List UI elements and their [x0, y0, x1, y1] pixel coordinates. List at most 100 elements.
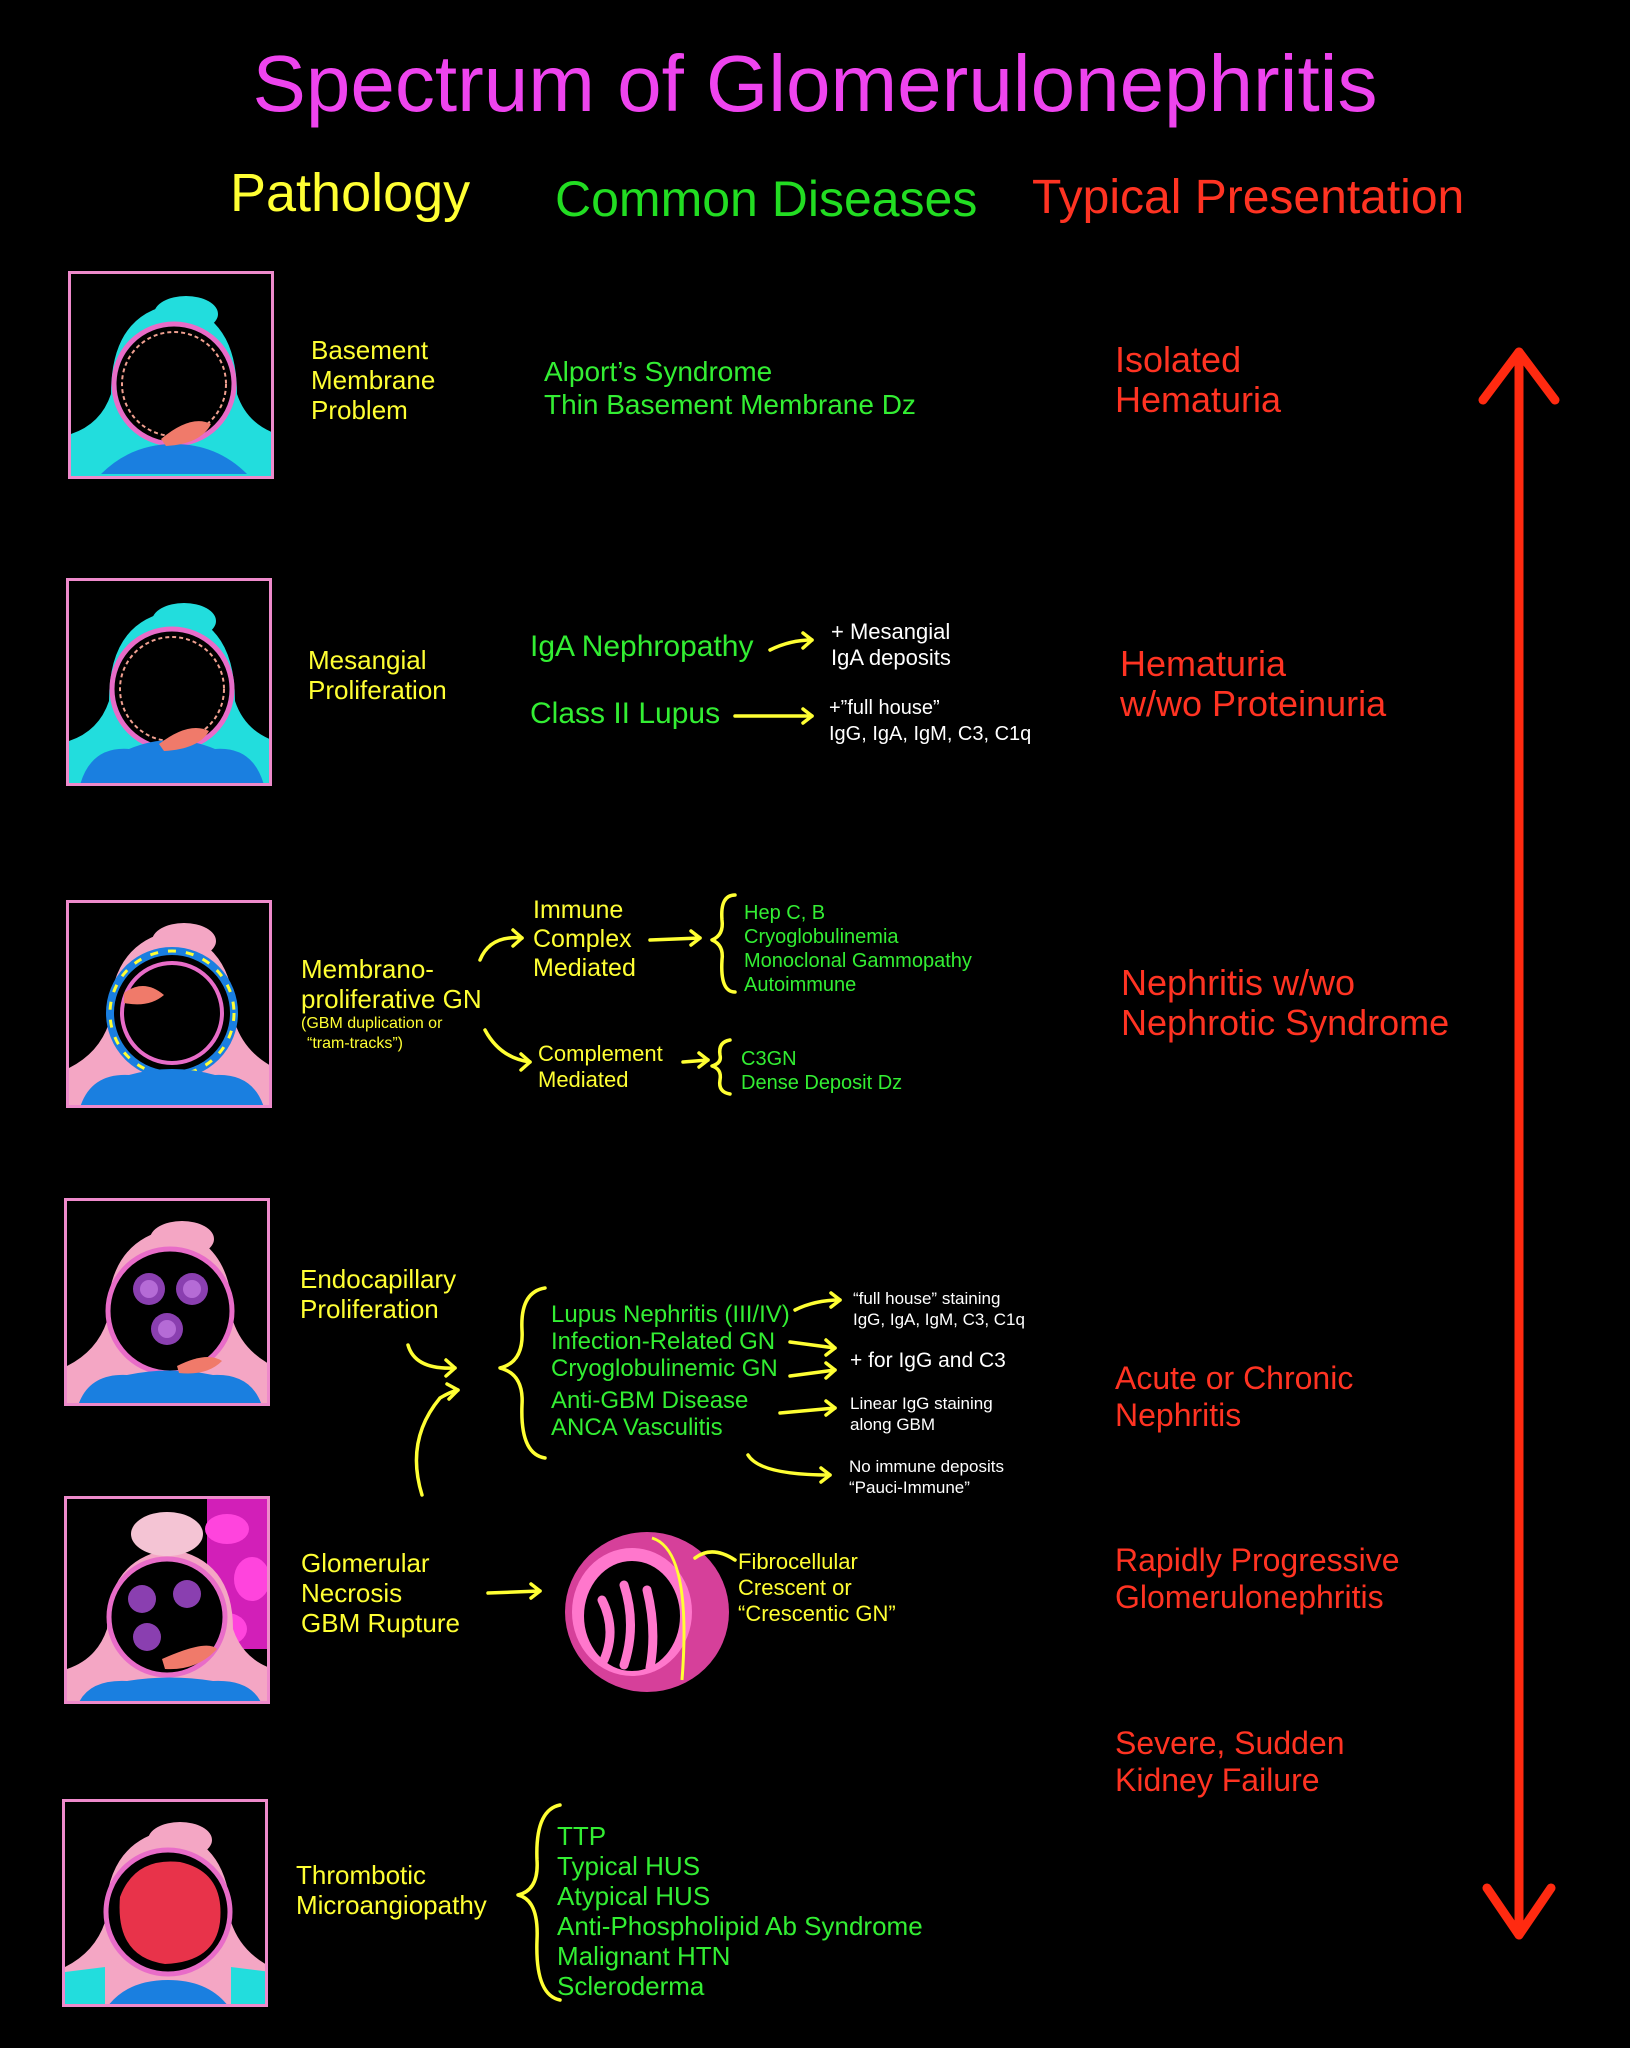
disease-item: Scleroderma	[557, 1971, 705, 2001]
pathology-line: Microangiopathy	[296, 1890, 487, 1920]
glomerulus-illustration-tma	[62, 1799, 268, 2007]
page-title: Spectrum of Glomerulonephritis	[252, 39, 1378, 128]
presentation-line: Glomerulonephritis	[1115, 1579, 1384, 1615]
disease-item: Monoclonal Gammopathy	[744, 950, 972, 972]
pathology-basement: Basement Membrane Problem	[311, 335, 435, 425]
note-line: IgG, IgA, IgM, C3, C1q	[829, 723, 1032, 745]
pathology-line: Glomerular	[301, 1548, 430, 1578]
mid-line: Immune	[533, 896, 624, 924]
pathology-subline: (GBM duplication or	[301, 1015, 443, 1032]
bracket-tma	[516, 1803, 562, 2002]
disease-item: Hep C, B	[744, 902, 826, 924]
pathology-line: Membrane	[311, 365, 436, 395]
mid-line: Fibrocellular	[738, 1549, 858, 1574]
note-line: “Pauci-Immune”	[849, 1478, 970, 1497]
arrow-cryo	[788, 1368, 837, 1378]
disease-item: Anti-Phospholipid Ab Syndrome	[557, 1911, 923, 1941]
header-pathology: Pathology	[230, 163, 471, 223]
presentation-line: Hematuria	[1120, 643, 1287, 684]
bracket-complement	[710, 1038, 732, 1096]
note-line: Linear IgG staining	[850, 1394, 993, 1413]
disease-item: Typical HUS	[557, 1851, 701, 1881]
disease-item: Dense Deposit Dz	[741, 1072, 903, 1094]
note-pauci-immune: No immune deposits “Pauci-Immune”	[849, 1456, 1004, 1498]
diseases-endocapillary: Lupus Nephritis (III/IV) Infection-Relat…	[551, 1301, 790, 1441]
note-line: No immune deposits	[849, 1457, 1004, 1476]
header-common-diseases: Common Diseases	[555, 171, 978, 227]
arrow-full-house	[793, 1298, 842, 1312]
bracket-immune	[710, 893, 737, 994]
disease-item: Anti-GBM Disease	[551, 1387, 749, 1414]
mpgn-immune-complex: Immune Complex Mediated	[533, 896, 636, 983]
presentation-isolated-hematuria: Isolated Hematuria	[1115, 340, 1281, 420]
pathology-line: Mesangial	[308, 645, 427, 675]
mid-line: Complex	[533, 925, 632, 953]
presentation-line: Kidney Failure	[1115, 1762, 1320, 1798]
disease-item: Alport’s Syndrome	[544, 356, 773, 387]
presentation-acute-chronic: Acute or Chronic Nephritis	[1115, 1360, 1353, 1434]
spectrum-double-arrow	[1478, 347, 1560, 1940]
presentation-line: w/wo Proteinuria	[1120, 683, 1387, 724]
arrow-necrosis-up	[414, 1388, 460, 1497]
disease-item: Lupus Nephritis (III/IV)	[551, 1301, 790, 1328]
arrow-necrosis-crescent	[486, 1589, 542, 1595]
arrow-iga	[768, 638, 814, 652]
glomerulus-illustration-mesangial	[66, 578, 272, 786]
mpgn-complement-diseases: C3GN Dense Deposit Dz	[741, 1047, 902, 1095]
mid-line: “Crescentic GN”	[738, 1601, 896, 1626]
pathology-tma: Thrombotic Microangiopathy	[296, 1860, 487, 1920]
presentation-line: Isolated	[1115, 339, 1242, 380]
pathology-line: Endocapillary	[300, 1264, 457, 1294]
arrow-mpgn-complement	[483, 1028, 532, 1064]
note-line: + Mesangial	[831, 619, 951, 644]
pathology-mpgn: Membrano- proliferative GN (GBM duplicat…	[301, 954, 482, 1054]
presentation-hematuria-proteinuria: Hematuria w/wo Proteinuria	[1120, 644, 1386, 724]
note-igg-c3: + for IgG and C3	[850, 1349, 1006, 1372]
crescent-illustration	[562, 1530, 732, 1695]
disease-item: Thin Basement Membrane Dz	[544, 389, 916, 420]
pathology-endocapillary: Endocapillary Proliferation	[300, 1264, 456, 1324]
disease-item: C3GN	[741, 1048, 797, 1070]
glomerulus-illustration-mpgn	[66, 900, 272, 1108]
pathology-line: Proliferation	[308, 675, 447, 705]
crescent-label: Fibrocellular Crescent or “Crescentic GN…	[738, 1549, 896, 1627]
disease-item: Infection-Related GN	[551, 1328, 776, 1355]
glomerulus-illustration-endocapillary	[64, 1198, 270, 1406]
disease-item: Malignant HTN	[557, 1941, 731, 1971]
diseases-tma: TTP Typical HUS Atypical HUS Anti-Phosph…	[557, 1821, 923, 2001]
diseases-basement: Alport’s Syndrome Thin Basement Membrane…	[544, 355, 916, 421]
disease-item: ANCA Vasculitis	[551, 1414, 723, 1441]
mid-line: Mediated	[533, 954, 636, 982]
pathology-line: Thrombotic	[296, 1860, 427, 1890]
disease-iga-nephropathy: IgA Nephropathy	[530, 630, 754, 663]
pathology-line: Membrano-	[301, 954, 434, 984]
glomerulus-illustration-basement	[68, 271, 274, 479]
mid-line: Complement	[538, 1041, 663, 1066]
arrow-immune-bracket	[648, 936, 702, 942]
presentation-line: Nephritis w/wo	[1121, 962, 1356, 1003]
note-lupus2: +”full house” IgG, IgA, IgM, C3, C1q	[829, 695, 1031, 747]
note-line: IgG, IgA, IgM, C3, C1q	[853, 1310, 1025, 1329]
note-linear-igg: Linear IgG staining along GBM	[850, 1393, 993, 1435]
header-typical-presentation: Typical Presentation	[1032, 171, 1465, 224]
arrow-endocapillary	[406, 1343, 457, 1370]
presentation-nephritis: Nephritis w/wo Nephrotic Syndrome	[1121, 963, 1449, 1043]
pathology-line: Proliferation	[300, 1294, 439, 1324]
disease-item: Autoimmune	[744, 974, 857, 996]
note-iga: + Mesangial IgA deposits	[831, 619, 951, 671]
mid-line: Crescent or	[738, 1575, 852, 1600]
pathology-subline: “tram-tracks”)	[307, 1035, 403, 1052]
mpgn-immune-diseases: Hep C, B Cryoglobulinemia Monoclonal Gam…	[744, 901, 972, 997]
disease-class-ii-lupus: Class II Lupus	[530, 697, 721, 730]
mpgn-complement: Complement Mediated	[538, 1041, 663, 1093]
disease-item: Cryoglobulinemia	[744, 926, 899, 948]
arrow-complement-bracket	[681, 1058, 710, 1064]
glomerulus-illustration-necrosis	[64, 1496, 270, 1704]
pathology-line: Necrosis	[301, 1578, 403, 1608]
arrow-mpgn-immune	[478, 935, 524, 962]
presentation-line: Acute or Chronic	[1115, 1360, 1354, 1396]
pathology-mesangial: Mesangial Proliferation	[308, 645, 447, 705]
presentation-line: Hematuria	[1115, 379, 1282, 420]
pathology-line: proliferative GN	[301, 984, 482, 1014]
